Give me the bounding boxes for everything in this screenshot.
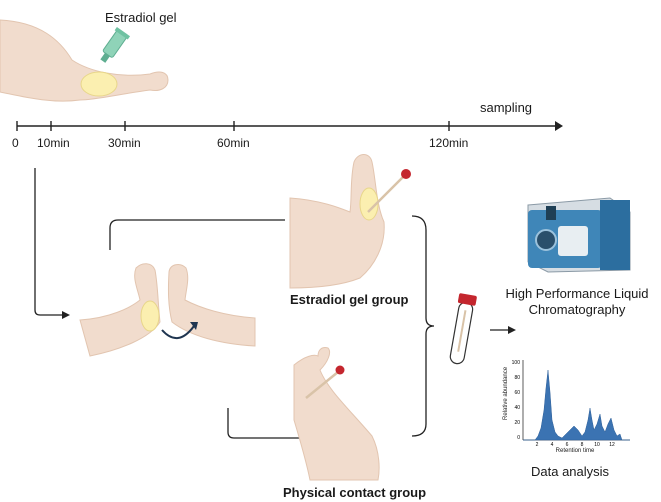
estradiol-gel-label: Estradiol gel bbox=[105, 10, 177, 25]
chromatogram-xtick: 4 bbox=[551, 442, 554, 448]
chromatogram-ytick: 60 bbox=[514, 390, 520, 396]
flow-connectors bbox=[34, 168, 516, 439]
chromatogram-xtick: 8 bbox=[581, 442, 584, 448]
swab-tip bbox=[401, 169, 411, 179]
estradiol-group-arm bbox=[289, 154, 411, 289]
chromatogram-ytick: 80 bbox=[514, 375, 520, 381]
contact-group-label: Physical contact group bbox=[283, 485, 427, 500]
chromatogram-plot bbox=[522, 360, 630, 441]
sampling-label: sampling bbox=[480, 100, 533, 115]
gel-patch bbox=[80, 71, 118, 97]
gel-patch-contact bbox=[140, 300, 160, 332]
contact-arms-illustration bbox=[79, 263, 256, 357]
estradiol-group-label: Estradiol gel group bbox=[290, 292, 409, 307]
swab-tip-2 bbox=[335, 365, 345, 375]
sample-tube-icon bbox=[449, 293, 477, 365]
hplc-label-line2: Chromatography bbox=[528, 302, 626, 317]
top-arm-illustration bbox=[0, 19, 169, 102]
hplc-instrument-icon bbox=[527, 197, 631, 273]
chromatogram-ytick: 100 bbox=[512, 360, 521, 366]
chromatogram-ytick: 0 bbox=[517, 435, 520, 441]
contact-group-arm bbox=[293, 347, 380, 481]
tick-label-60min: 60min bbox=[217, 136, 250, 150]
chromatogram-ytick: 20 bbox=[514, 420, 520, 426]
tick-label-0: 0 bbox=[12, 136, 19, 150]
tick-label-120min: 120min bbox=[429, 136, 469, 150]
chromatogram-xtick: 12 bbox=[609, 442, 615, 448]
chromatogram-ylabel: Relative abundance bbox=[503, 366, 509, 420]
chromatogram-xtick: 6 bbox=[566, 442, 569, 448]
hplc-label-line1: High Performance Liquid bbox=[505, 286, 649, 301]
data-analysis-label: Data analysis bbox=[531, 464, 610, 479]
chromatogram-xtick: 10 bbox=[594, 442, 600, 448]
tick-label-30min: 30min bbox=[108, 136, 141, 150]
chromatogram-xlabel: Retention time bbox=[555, 448, 595, 454]
chromatogram-xtick: 2 bbox=[536, 442, 539, 448]
chromatogram-ytick: 40 bbox=[514, 405, 520, 411]
timeline-axis bbox=[16, 121, 563, 131]
gel-tube-icon bbox=[100, 27, 131, 63]
tick-label-10min: 10min bbox=[37, 136, 70, 150]
